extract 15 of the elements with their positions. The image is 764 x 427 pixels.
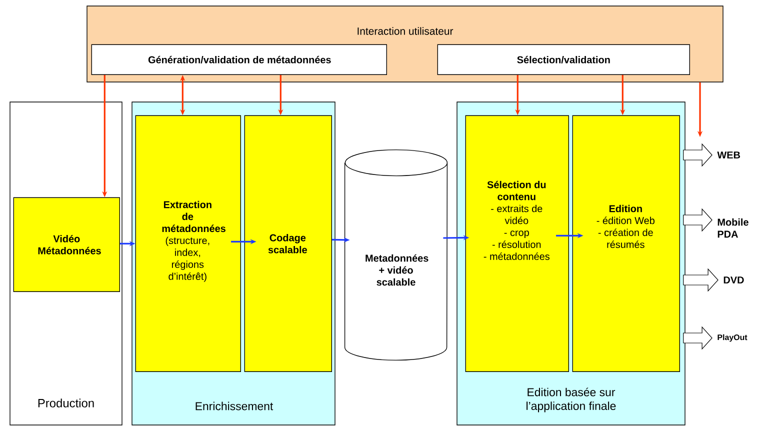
output-label: WEB [717, 152, 740, 158]
process-box: Codage scalable [244, 115, 332, 372]
task-box: Génération/validation de métadonnées [91, 44, 387, 75]
output-label: Mobile PDA [718, 218, 748, 238]
output-arrow [683, 143, 712, 167]
database-cylinder: Metadonnées + vidéo scalable [344, 149, 448, 361]
process-box: Extraction de métadonnées (structure, index, régions d’intérêt) [135, 115, 241, 372]
process-box: Vidéo Métadonnées [13, 197, 120, 292]
process-box: Edition - édition Web - création de résumés [572, 115, 680, 372]
output-arrow [683, 268, 718, 292]
task-box: Sélection/validation [437, 44, 690, 75]
output-label: DVD [724, 276, 744, 284]
output-arrow [683, 208, 712, 232]
process-box: Sélection du contenu - extraits de vidéo - crop - résolution - métadonnées [465, 115, 569, 372]
output-arrow [683, 326, 712, 350]
